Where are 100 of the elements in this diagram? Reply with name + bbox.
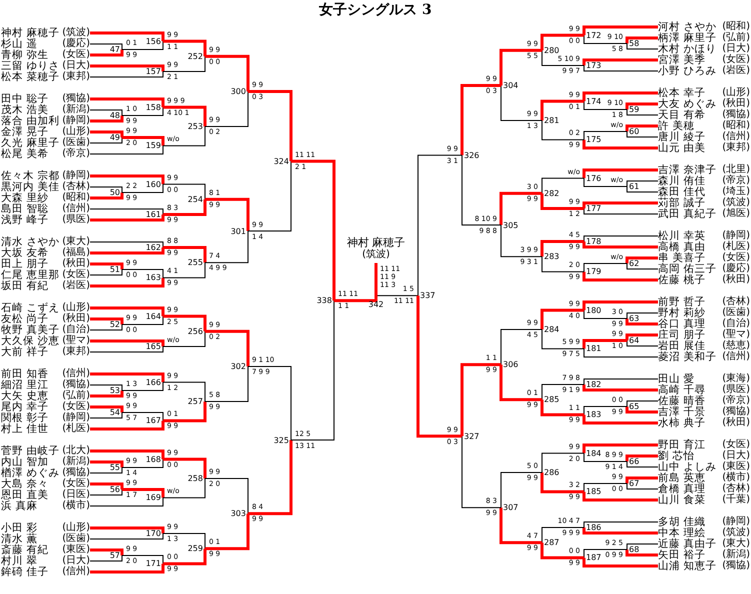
player-name: 友松 尚子: [1, 314, 48, 324]
match-number: 168: [145, 454, 163, 464]
bracket-line: [584, 348, 658, 358]
bracket-line: [163, 402, 206, 422]
bracket-line: [90, 489, 122, 496]
bracket-line: [122, 136, 164, 146]
school-name: (日大): [722, 451, 750, 461]
school-name: (慶応): [62, 39, 90, 49]
player-name: 佐藤 桃子: [658, 274, 706, 286]
bracket-line: [90, 186, 122, 193]
school-name: (獨協): [722, 407, 750, 417]
player-name: 菅野 由岐子: [1, 446, 60, 456]
player-name: 河村 さやか: [658, 22, 716, 32]
bracket-line: [204, 230, 248, 264]
school-name: (静岡): [722, 517, 750, 527]
bracket-line: [542, 120, 584, 140]
match-number: 160: [145, 180, 163, 189]
match-number: 281: [542, 116, 560, 125]
player-name: 岩田 展佳: [658, 340, 706, 352]
player-name: 多胡 佳織: [658, 516, 706, 528]
player-name: 天目 有希: [658, 110, 706, 120]
bracket-line: [542, 50, 584, 66]
match-number: 180: [584, 306, 602, 315]
match-number: 280: [542, 46, 560, 55]
bracket-line: [90, 71, 164, 78]
match-number: 58: [627, 39, 645, 48]
bracket-line: [90, 450, 164, 460]
school-name: (新潟): [62, 457, 90, 467]
bracket-line: [626, 124, 658, 132]
bracket-line: [542, 527, 584, 544]
bracket-line: [90, 467, 122, 474]
bracket-line: [584, 34, 628, 44]
match-number: 169: [145, 493, 163, 502]
bracket-line: [500, 84, 542, 121]
school-name: (昭和): [722, 121, 750, 131]
match-number: 47: [104, 45, 122, 54]
player-name: 松川 幸英: [658, 230, 706, 242]
match-number: 259: [187, 544, 205, 554]
bracket-line: [626, 43, 658, 50]
player-name: 吉澤 千景: [658, 406, 706, 418]
player-name: 大久保 沙恵: [1, 336, 60, 346]
bracket-line: [542, 452, 584, 473]
bracket-line: [122, 40, 164, 50]
bracket-line: [248, 90, 292, 162]
bracket-line: [500, 364, 542, 402]
match-number: 257: [187, 397, 205, 406]
match-number: 186: [584, 523, 602, 532]
match-number: 51: [104, 265, 122, 274]
player-name: 佐藤 晴香: [658, 396, 706, 406]
bracket-line: [90, 526, 164, 534]
match-number: 156: [145, 36, 163, 46]
bracket-line: [334, 298, 378, 302]
player-name: 黒河内 美佳: [1, 182, 60, 192]
match-number: 53: [104, 386, 122, 395]
school-name: (岩医): [62, 281, 90, 291]
player-name: 清水 さやか: [1, 236, 60, 248]
champion-name: 神村 麻穂子: [346, 236, 406, 249]
bracket-line: [582, 58, 658, 66]
bracket-line: [626, 461, 658, 468]
bracket-line: [248, 160, 292, 232]
school-name: (医歯): [62, 138, 90, 148]
match-number: 56: [104, 485, 122, 494]
player-name: 前野 哲子: [658, 296, 706, 308]
bracket-line: [163, 314, 206, 332]
bracket-line: [540, 100, 584, 120]
player-name: 森川 侑佳: [658, 176, 706, 186]
player-name: 鉾碕 佳子: [1, 566, 48, 578]
match-number: 162: [145, 243, 163, 252]
bracket-line: [90, 50, 124, 56]
bracket-line: [500, 192, 542, 225]
bracket-line: [162, 478, 206, 498]
school-name: (東邦): [62, 347, 90, 357]
match-number: 172: [584, 30, 602, 40]
school-name: (信州): [722, 352, 750, 362]
player-name: 木村 かほり: [658, 44, 716, 54]
bracket-line: [376, 295, 418, 299]
school-name: (横市): [62, 501, 90, 511]
school-name: (女医): [62, 402, 90, 412]
school-name: (帝京): [722, 176, 750, 186]
school-name: (横市): [722, 473, 750, 483]
match-number: 170: [145, 529, 163, 538]
bracket-line: [542, 384, 584, 400]
bracket-line: [626, 312, 658, 319]
bracket-line: [205, 330, 250, 366]
bracket-line: [418, 154, 462, 296]
match-number: 177: [584, 204, 602, 213]
match-number: 174: [584, 96, 602, 106]
school-name: (北大): [62, 446, 90, 456]
school-name: (東大): [62, 237, 90, 247]
player-name: 矢田 裕子: [658, 550, 706, 560]
bracket-line: [205, 198, 250, 231]
school-name: (信州): [62, 567, 90, 577]
match-number: 182: [584, 380, 602, 389]
player-name: 大島 奈々: [1, 478, 48, 490]
player-name: 茂木 浩美: [1, 104, 48, 116]
bracket-line: [90, 174, 164, 184]
bracket-line: [500, 329, 542, 366]
school-name: (信州): [62, 204, 90, 214]
match-number: 253: [187, 122, 205, 131]
school-name: (山形): [62, 303, 90, 313]
